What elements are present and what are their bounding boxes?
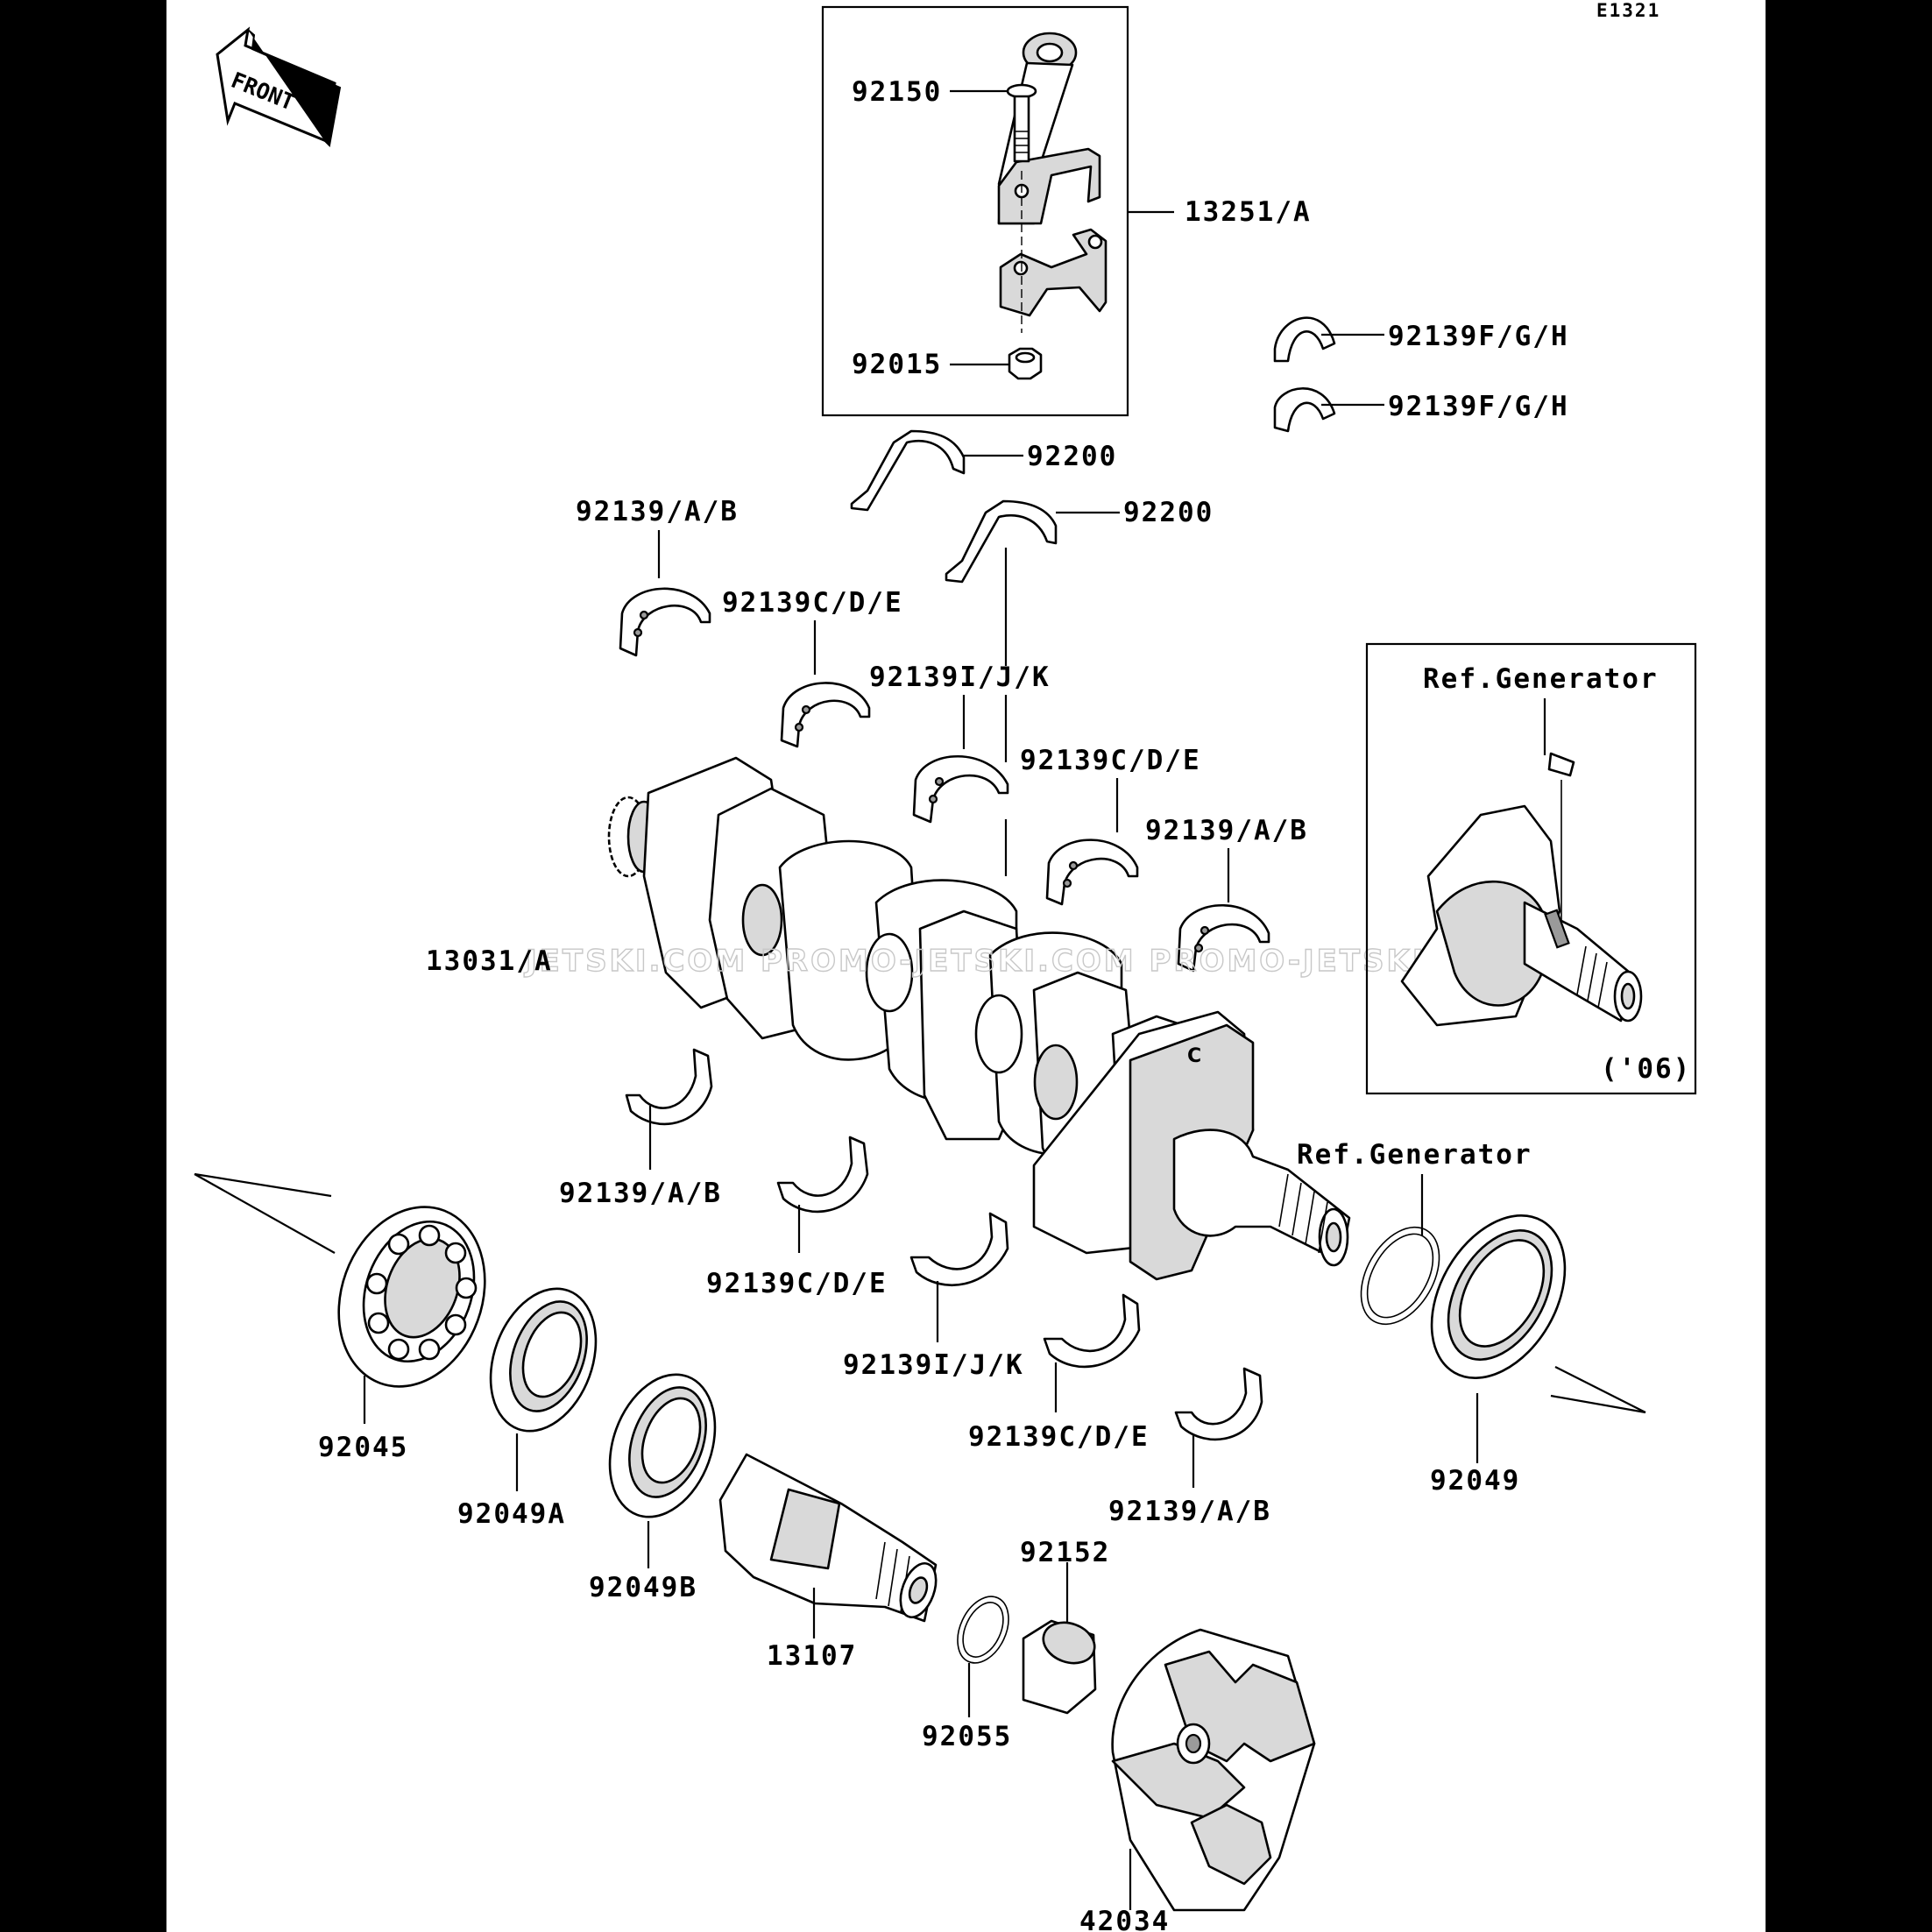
main-bearing-lower-5 <box>1174 1367 1263 1441</box>
label-92049a: 92049A <box>457 1498 566 1530</box>
oil-seal-92049 <box>1430 1214 1567 1379</box>
label-13107: 13107 <box>767 1640 857 1672</box>
label-92139cde-3: 92139C/D/E <box>706 1268 888 1299</box>
main-bearing-1 <box>619 587 711 657</box>
label-92152: 92152 <box>1020 1537 1110 1568</box>
crankshaft: C <box>607 756 1351 1281</box>
label-92055: 92055 <box>922 1721 1012 1752</box>
label-92139ab-3: 92139/A/B <box>559 1178 722 1209</box>
thrust-washer-2 <box>945 499 1058 584</box>
bearing-92045 <box>337 1206 486 1388</box>
label-92200-1: 92200 <box>1027 441 1117 472</box>
label-92139cde-4: 92139C/D/E <box>968 1421 1150 1453</box>
main-bearing-5 <box>1177 904 1270 973</box>
label-92200-2: 92200 <box>1123 497 1214 528</box>
label-92139fgh-1: 92139F/G/H <box>1388 321 1569 352</box>
label-92139ijk-2: 92139I/J/K <box>843 1349 1024 1381</box>
label-92139cde-2: 92139C/D/E <box>1020 745 1201 776</box>
label-92139fgh-2: 92139F/G/H <box>1388 391 1569 422</box>
main-bearing-lower-3 <box>909 1212 1009 1286</box>
drive-shaft-13107 <box>718 1453 938 1623</box>
generator-inset-box <box>1365 642 1697 1095</box>
label-92139cde-1: 92139C/D/E <box>722 587 903 619</box>
main-bearing-4 <box>1045 839 1139 906</box>
watermark: JETSKI.COM PROMO-JETSKI.COM PROMO-JETSKI… <box>524 944 1525 979</box>
main-bearing-lower-4 <box>1043 1293 1141 1369</box>
rod-bearing-lower <box>1273 387 1336 433</box>
label-42034: 42034 <box>1079 1906 1170 1932</box>
crankshaft-exploded-view: E1321 FRONT 92150 92015 13251/A <box>194 0 1697 1932</box>
label-ref-generator: Ref.Generator <box>1297 1139 1532 1171</box>
o-ring-92055 <box>957 1596 1009 1664</box>
oil-seal-92049a <box>489 1287 598 1433</box>
rod-cap <box>999 228 1108 317</box>
svg-text:C: C <box>1187 1045 1201 1067</box>
label-92045: 92045 <box>318 1432 408 1463</box>
main-bearing-lower-1 <box>625 1048 713 1126</box>
label-92049b: 92049B <box>589 1572 697 1603</box>
label-92139ijk-1: 92139I/J/K <box>869 662 1051 693</box>
main-bearing-2 <box>780 682 871 748</box>
label-92139ab-4: 92139/A/B <box>1108 1496 1271 1527</box>
inset-title: Ref.Generator <box>1423 663 1659 695</box>
label-92139ab-2: 92139/A/B <box>1145 815 1308 846</box>
diagram-code: E1321 <box>1596 0 1660 21</box>
front-arrow-icon: FRONT <box>216 26 342 148</box>
label-92139ab-1: 92139/A/B <box>576 496 739 527</box>
coupling-42034 <box>1111 1628 1316 1912</box>
rod-bearing-upper <box>1273 316 1336 363</box>
oil-seal-92049b <box>608 1373 717 1518</box>
label-92049: 92049 <box>1430 1465 1520 1497</box>
label-92015: 92015 <box>852 349 942 380</box>
rod-nut <box>1008 347 1043 380</box>
label-13251a: 13251/A <box>1185 196 1312 228</box>
generator-crank-end <box>1400 780 1643 1027</box>
snap-ring <box>1360 1226 1440 1326</box>
label-13031a: 13031/A <box>426 945 553 977</box>
woodruff-key <box>1547 752 1575 777</box>
spacer-92152 <box>1022 1619 1097 1715</box>
inset-year: ('06) <box>1601 1053 1691 1085</box>
main-bearing-lower-2 <box>776 1136 869 1214</box>
parts-diagram-sheet: E1321 FRONT 92150 92015 13251/A <box>166 0 1766 1932</box>
label-92150: 92150 <box>852 76 942 108</box>
thrust-washer-1 <box>850 429 966 512</box>
main-bearing-3 <box>912 755 1009 824</box>
